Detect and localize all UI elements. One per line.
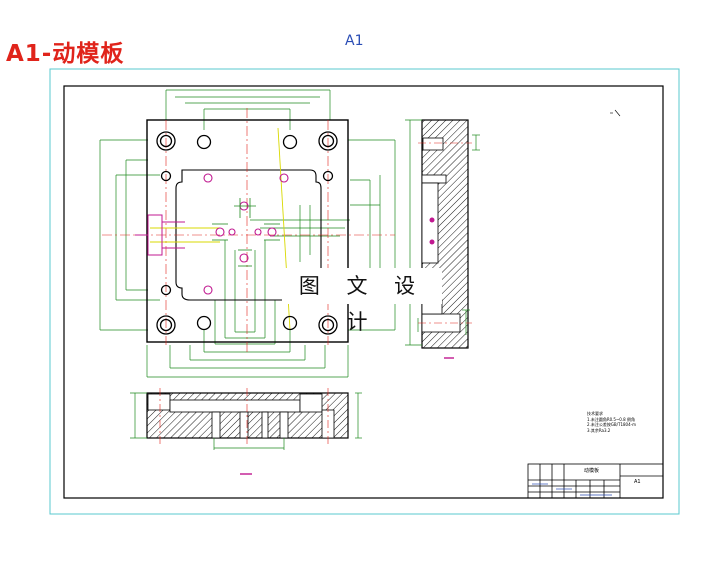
notes-line-1: 1.未注圆角R0.5~0.8 倒角	[587, 416, 635, 422]
notes-line-3: 3.其余Ra3.2	[587, 427, 611, 433]
notes-line-2: 2.未注公差按GB/T1804-m	[587, 422, 636, 427]
technical-notes: 技术要求 1.未注圆角R0.5~0.8 倒角 2.未注公差按GB/T1804-m…	[587, 411, 667, 433]
small-scale-glyph	[610, 109, 621, 117]
sheet-size-label: A1	[345, 33, 364, 49]
title-block-name: 动模板	[584, 468, 600, 474]
side-section-view	[405, 119, 480, 359]
bottom-section-view	[130, 388, 362, 475]
title-block-frame	[527, 463, 664, 499]
drawing-frame	[63, 85, 664, 499]
plan-view	[99, 89, 396, 378]
outer-sheet-border	[49, 68, 680, 515]
watermark-text: 图 文 设 计	[282, 268, 442, 334]
title-block-code: A1	[634, 479, 641, 485]
page-title: A1-动模板	[6, 41, 125, 67]
notes-heading: 技术要求	[587, 411, 603, 416]
